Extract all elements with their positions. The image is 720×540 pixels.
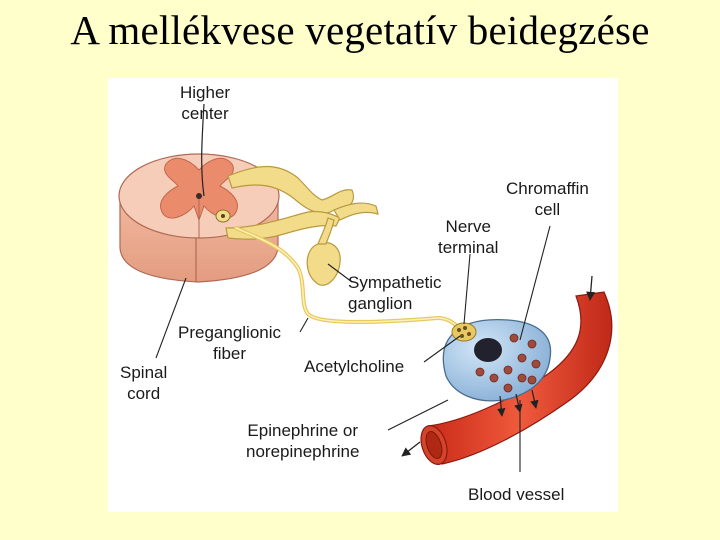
label-chromaffin-cell: Chromaffin cell (506, 179, 589, 219)
outflow-arrow (401, 441, 421, 457)
nerve-roots (225, 166, 379, 286)
label-nerve-terminal: Nerve terminal (438, 217, 499, 257)
higher-center-pathway (201, 103, 205, 197)
label-higher-center: Higher center (180, 83, 231, 123)
blood-vessel (420, 275, 613, 465)
label-preganglionic-fiber: Preganglionic fiber (178, 323, 282, 363)
label-acetylcholine: Acetylcholine (304, 357, 405, 376)
label-sympathetic-ganglion: Sympathetic ganglion (348, 273, 442, 313)
leader-lines (155, 225, 551, 472)
label-epinephrine: Epinephrine or norepinephrine (246, 421, 360, 461)
label-blood-vessel: Blood vessel (468, 485, 565, 504)
nerve-terminal (451, 322, 477, 342)
secretion-arrows (497, 389, 539, 417)
adrenal-innervation-diagram (118, 103, 613, 472)
label-spinal-cord: Spinal cord (120, 363, 168, 403)
diagram-panel: Higher center Chromaffin cell Nerve term… (108, 78, 618, 512)
slide-title: A mellékvese vegetatív beidegzése (70, 7, 650, 53)
